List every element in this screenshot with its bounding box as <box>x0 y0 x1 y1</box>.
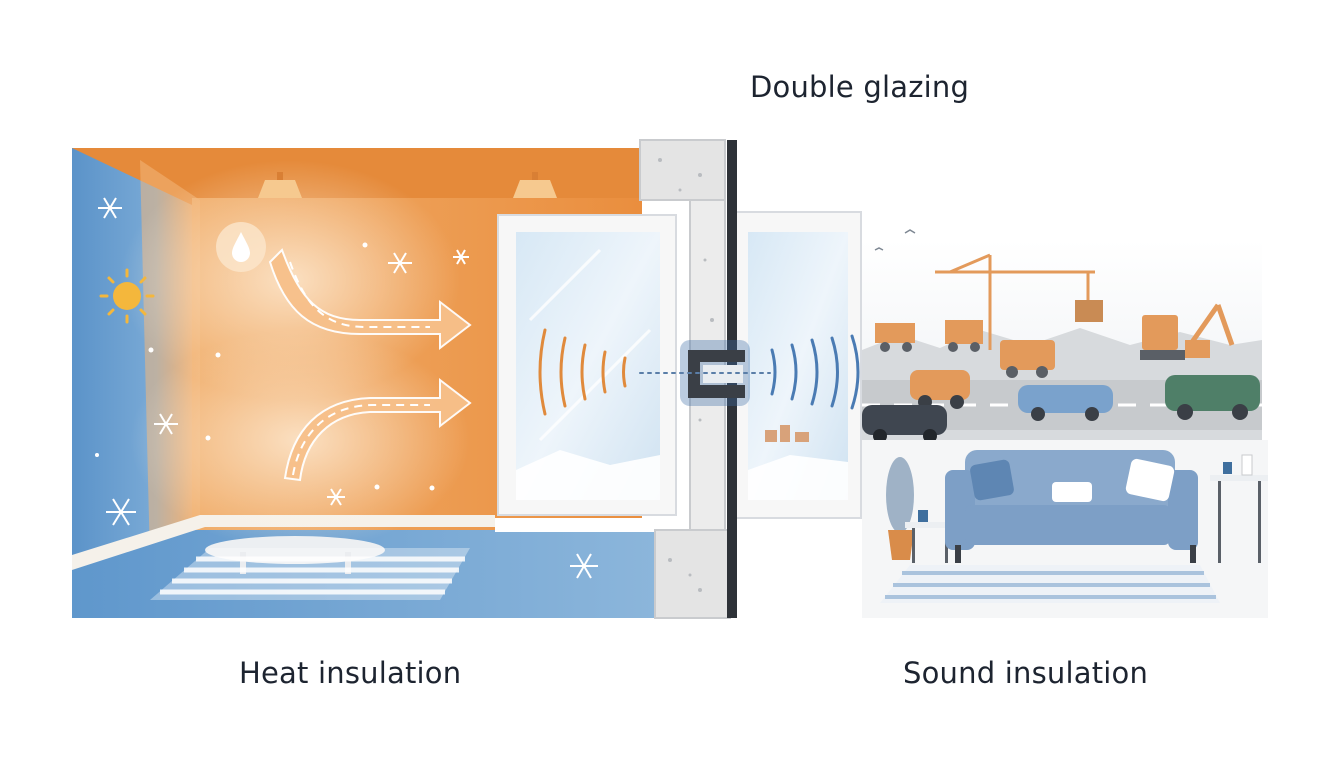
snowflake-icon <box>570 553 598 579</box>
window-sill <box>495 518 660 532</box>
double-glazed-window <box>497 139 862 619</box>
water-drop-icon <box>216 222 266 272</box>
heat-insulation-label: Heat insulation <box>239 656 462 690</box>
heat-insulation-room <box>72 148 660 618</box>
potted-plant <box>886 457 914 560</box>
sun-icon <box>99 268 155 324</box>
excavator <box>875 323 915 352</box>
snowflake-icon <box>98 197 122 219</box>
car <box>1018 385 1113 421</box>
heat-arrow-icon <box>283 377 472 482</box>
snowflake-icon <box>106 498 136 526</box>
ceiling-lamp <box>513 172 557 198</box>
excavator <box>1187 303 1235 347</box>
snowflake-icon <box>388 252 412 274</box>
sound-insulation-scene <box>862 229 1268 618</box>
diagram-title: Double glazing <box>750 70 970 104</box>
ceiling-lamp <box>258 172 302 198</box>
sound-insulation-label: Sound insulation <box>903 656 1149 690</box>
snowflake-icon <box>327 488 345 506</box>
truck <box>945 320 983 352</box>
bird-icon <box>874 229 916 251</box>
baseboard <box>72 515 495 570</box>
snowflake-icon <box>453 249 469 265</box>
concrete-base <box>654 529 731 619</box>
car <box>1165 375 1260 420</box>
striped-rug <box>880 565 1220 603</box>
striped-rug <box>150 548 470 600</box>
heat-arrow-icon <box>268 248 472 351</box>
sofa <box>945 450 1198 563</box>
bulldozer <box>1140 315 1185 360</box>
concrete-lintel <box>639 139 726 201</box>
crate <box>1075 300 1103 322</box>
construction-crane <box>935 253 1095 350</box>
glass-pane <box>748 232 848 500</box>
side-table <box>1210 454 1268 563</box>
truck <box>1000 340 1055 378</box>
car <box>862 405 947 443</box>
snowflake-icon <box>154 413 178 435</box>
